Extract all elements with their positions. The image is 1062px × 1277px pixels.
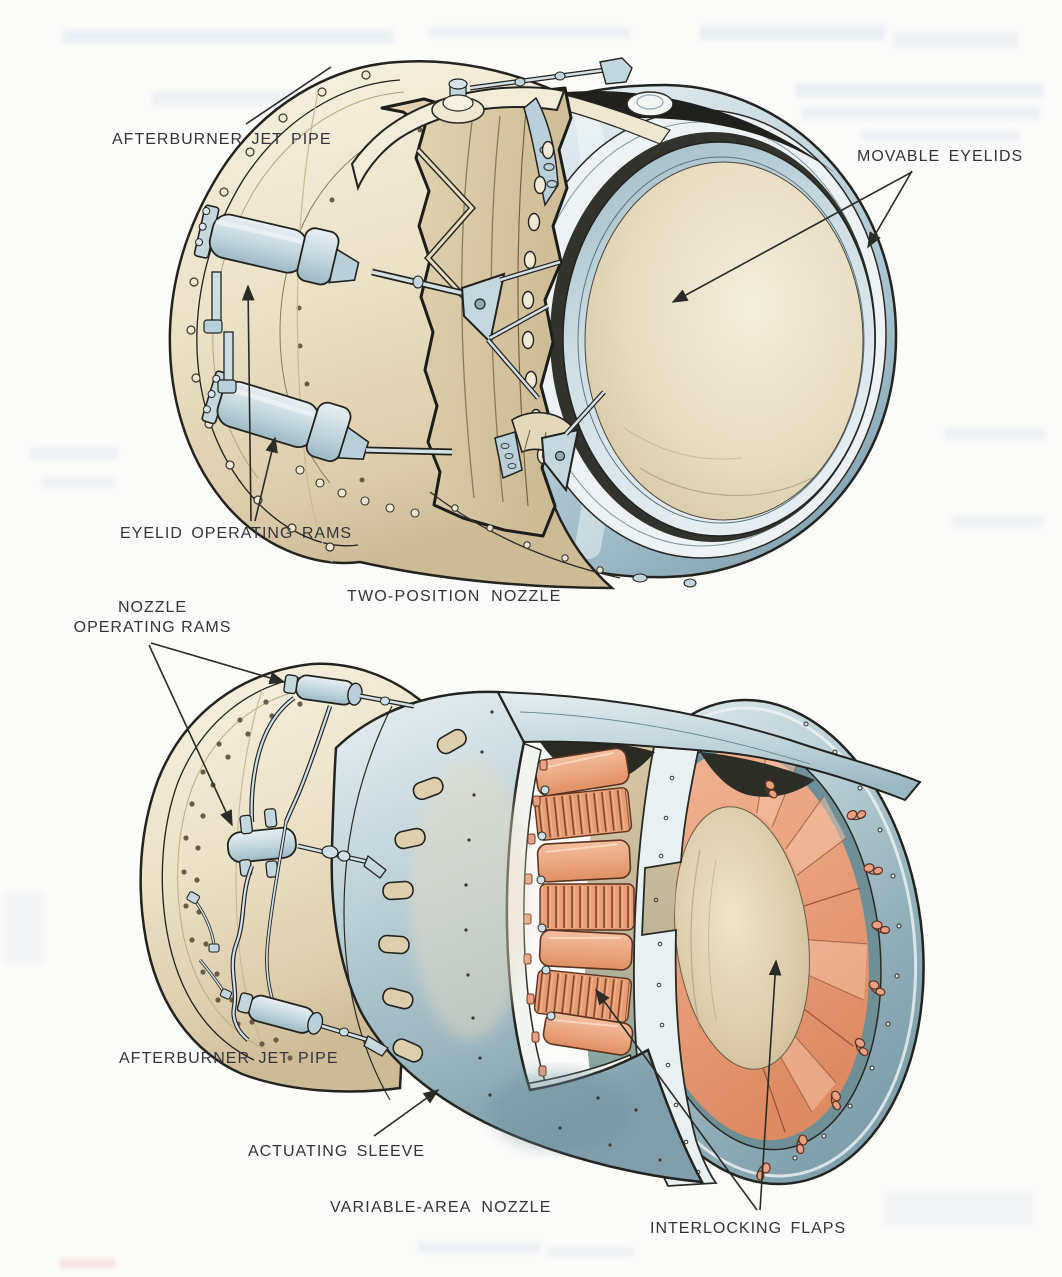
label-afterburner-jet-pipe-top: AFTERBURNER JET PIPE <box>112 131 332 148</box>
top-control-rod <box>469 68 606 90</box>
variable-area-nozzle-illustration <box>139 642 925 1211</box>
bleedthrough-ghost <box>945 428 1045 440</box>
label-eyelid-operating-rams: EYELID OPERATING RAMS <box>120 525 353 542</box>
nozzle-operating-ram-lower <box>236 992 324 1035</box>
leader-lines-top <box>241 66 913 522</box>
eyelid-operating-ram-upper <box>193 204 463 297</box>
hydraulic-distributor <box>226 808 297 878</box>
label-nozzle-operating-rams: NOZZLE OPERATING RAMS <box>60 598 245 638</box>
ram-mount-struts <box>203 271 237 394</box>
underside-cable <box>429 431 697 588</box>
jet-pipe-top-frame <box>350 57 633 207</box>
leader-nozzle-rams-1 <box>150 642 286 685</box>
bleedthrough-ghost <box>30 447 118 459</box>
leader-lines-bottom <box>148 642 782 1211</box>
bleedthrough-ghost <box>548 1247 634 1257</box>
bleedthrough-ghost <box>700 25 885 40</box>
ring-rivets <box>792 721 902 1161</box>
nozzle-operating-ram-upper <box>283 674 363 706</box>
sleeve-slots <box>378 728 467 1063</box>
bleedthrough-ghost <box>884 1192 1034 1226</box>
interlocking-flaps-cutaway <box>502 740 655 1101</box>
bleedthrough-ghost <box>430 27 630 38</box>
bleedthrough-ghost <box>802 107 1040 119</box>
bleedthrough-ghost <box>42 477 114 488</box>
caption-variable-area-nozzle: VARIABLE-AREA NOZZLE <box>330 1199 552 1216</box>
bleedthrough-ghost <box>893 32 1018 48</box>
bleedthrough-ghost <box>5 893 43 963</box>
bleedthrough-ghost <box>60 1259 115 1268</box>
leader-eyelid-rams-1 <box>241 284 255 522</box>
leader-actuating-sleeve <box>373 1089 440 1137</box>
bleedthrough-ghost <box>862 130 1020 141</box>
leader-interlocking-flaps-2 <box>759 959 782 1211</box>
actuating-sleeve <box>330 690 922 1184</box>
label-nozzle-operating-rams-line2: OPERATING RAMS <box>73 619 232 636</box>
movable-eyelid-assembly <box>503 83 898 579</box>
caption-two-position-nozzle: TWO-POSITION NOZZLE <box>347 588 562 605</box>
lower-flange-holes <box>295 465 420 518</box>
two-position-nozzle-illustration <box>168 57 913 590</box>
flap-link-rollers <box>536 785 556 1021</box>
sleeve-rivets <box>464 710 662 1162</box>
leader-movable-eyelids-1 <box>867 170 913 249</box>
label-afterburner-jet-pipe-bottom: AFTERBURNER JET PIPE <box>119 1050 339 1067</box>
label-interlocking-flaps: INTERLOCKING FLAPS <box>650 1220 847 1237</box>
bleedthrough-ghost <box>952 515 1044 527</box>
leader-eyelid-rams-2 <box>254 436 278 522</box>
leader-interlocking-flaps-1 <box>595 988 758 1211</box>
leader-nozzle-rams-2 <box>148 644 233 827</box>
label-movable-eyelids: MOVABLE EYELIDS <box>857 148 1024 165</box>
elbow-fitting <box>599 57 633 85</box>
nozzle-operating-rams-plumbing <box>186 674 415 1057</box>
bleedthrough-ghost <box>63 30 393 43</box>
bleedthrough-ghost <box>418 1242 540 1253</box>
nozzle-interior <box>584 161 864 521</box>
label-actuating-sleeve: ACTUATING SLEEVE <box>248 1143 425 1160</box>
dome-bolt-dots <box>181 687 303 1061</box>
label-nozzle-operating-rams-line1: NOZZLE <box>117 599 188 616</box>
leader-afterburner-jet-pipe-top <box>245 66 332 125</box>
bleedthrough-ghost <box>795 84 1043 97</box>
edge-rivets <box>653 775 701 1175</box>
leader-movable-eyelids-2 <box>671 171 913 303</box>
eyelid-linkage <box>460 259 606 493</box>
eyelid-operating-ram-lower <box>201 370 453 463</box>
